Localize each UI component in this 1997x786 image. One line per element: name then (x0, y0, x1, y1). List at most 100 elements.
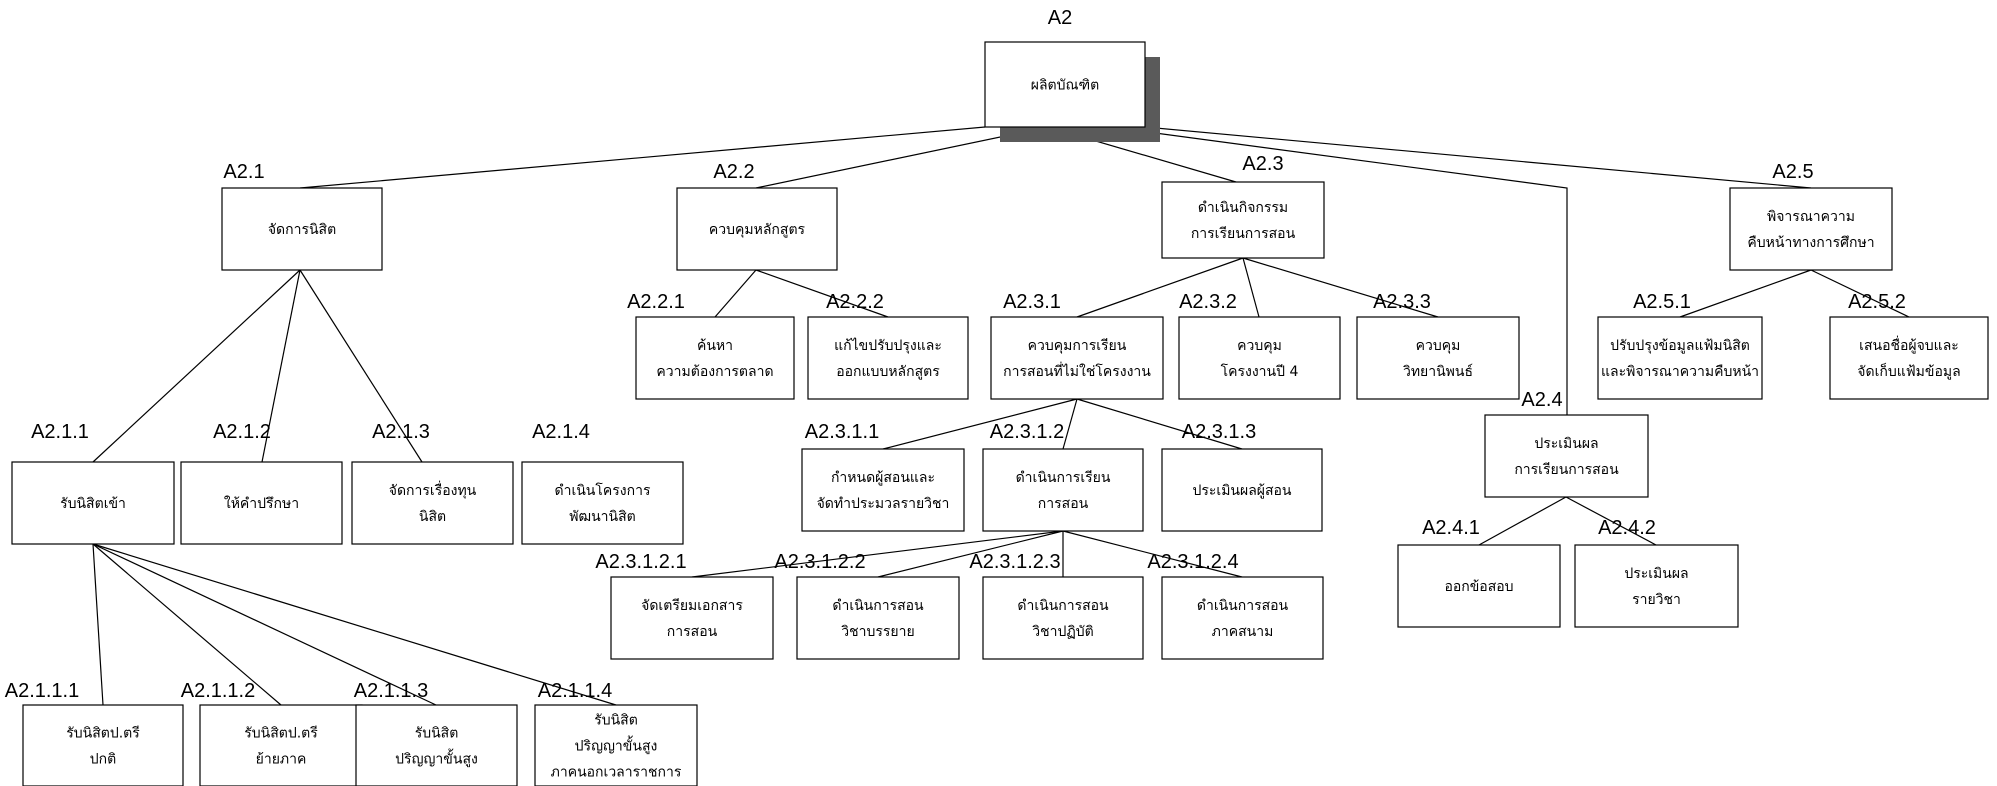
node-a2-1-1-4: รับนิสิตปริญญาขั้นสูงภาคนอกเวลาราชการA2.… (534, 680, 698, 786)
box-a2-2-1 (635, 316, 795, 400)
box-a2-1-1 (11, 461, 175, 545)
edge-a2-1-to-a2-1-3 (299, 269, 423, 463)
box-label: การเรียนการสอน (1191, 226, 1296, 242)
box-label: ประเมินผลผู้สอน (1192, 483, 1291, 499)
box-label: ดำเนินโครงการ (555, 482, 651, 499)
box-label: ดำเนินการสอน (832, 598, 924, 614)
box-a2-2 (676, 187, 838, 271)
edge-a2-1-1-to-a2-1-1-4 (92, 543, 617, 706)
box-a2-1-2 (180, 461, 343, 545)
edge-a2-3-to-a2-3-1 (1076, 257, 1244, 318)
node-code-label: A2.3.1.1 (805, 421, 880, 443)
box-label: ดำเนินการเรียน (1016, 470, 1111, 486)
node-a2-3-3: ควบคุมวิทยานิพนธ์A2.3.3 (1356, 291, 1520, 400)
box-label: จัดการเรื่องทุน (389, 481, 477, 499)
node-code-label: A2.3.1.3 (1182, 421, 1257, 443)
box-a2-1-1-4 (534, 704, 698, 786)
node-code-label: A2.1.4 (532, 421, 590, 443)
box-a2-5 (1729, 187, 1893, 271)
node-code-label: A2.3 (1242, 153, 1283, 175)
box-label: ดำเนินกิจกรรม (1198, 200, 1288, 216)
edge-a2-3-1-to-a2-3-1-2 (1062, 398, 1078, 450)
box-label: การสอน (667, 624, 718, 640)
box-a2-3-1-2-3 (982, 576, 1144, 660)
box-label: ย้ายภาค (256, 752, 307, 768)
box-a2-1-3 (351, 461, 514, 545)
box-a2-1-1-3 (355, 704, 518, 786)
box-a2-3-1-1 (801, 448, 965, 532)
box-label: ผลิตบัณฑิต (1031, 78, 1099, 94)
edge-a2-3-1-2-to-a2-3-1-2-1 (691, 530, 1064, 578)
node-code-label: A2.5.2 (1848, 291, 1906, 313)
box-label: นิสิต (419, 509, 446, 525)
node-code-label: A2.3.1.2.4 (1147, 551, 1238, 573)
node-code-label: A2.1.1.4 (538, 680, 613, 702)
box-label: ควบคุมหลักสูตร (709, 222, 806, 238)
edge-a2-3-1-2-to-a2-3-1-2-4 (1062, 530, 1243, 578)
box-a2-5-1 (1597, 316, 1763, 400)
box-label: ประเมินผล (1534, 436, 1598, 452)
box-label: ดำเนินการสอน (1197, 598, 1289, 614)
node-code-label: A2.2.1 (627, 291, 685, 313)
edge-a2-3-to-a2-3-3 (1242, 257, 1439, 318)
edge-a2-1-1-to-a2-1-1-1 (92, 543, 104, 706)
node-code-label: A2.2 (713, 161, 754, 183)
edge-a2-to-a2-5 (1144, 126, 1812, 189)
node-code-label: A2.3.2 (1179, 291, 1237, 313)
node-code-label: A2.5 (1772, 161, 1813, 183)
box-a2-1 (221, 187, 383, 271)
node-code-label: A2.2.2 (826, 291, 884, 313)
box-a2-3-1-2 (982, 448, 1144, 532)
node-a2-1: จัดการนิสิตA2.1 (221, 161, 383, 271)
box-a2-3-1-2-4 (1161, 576, 1324, 660)
box-label: รายวิชา (1632, 592, 1681, 608)
node-code-label: A2.4.2 (1598, 517, 1656, 539)
box-label: รับนิสิต (415, 726, 459, 742)
box-label: ควบคุมการเรียน (1028, 338, 1127, 354)
node-code-label: A2.3.3 (1373, 291, 1431, 313)
edge-a2-3-1-2-to-a2-3-1-2-2 (877, 530, 1064, 578)
node-code-label: A2.3.1.2.1 (595, 551, 686, 573)
box-label: ปกติ (90, 752, 116, 768)
node-a2-5-1: ปรับปรุงข้อมูลแฟ้มนิสิตและพิจารณาความคืบ… (1597, 291, 1763, 400)
box-label: ความต้องการตลาด (656, 364, 773, 380)
node-a2-1-1: รับนิสิตเข้าA2.1.1 (11, 421, 175, 545)
node-code-label: A2.3.1 (1003, 291, 1061, 313)
node-code-label: A2.1.1 (31, 421, 89, 443)
box-label: จัดการนิสิต (268, 222, 336, 238)
box-label: ให้คำปรึกษา (224, 495, 299, 512)
box-a2-3-2 (1178, 316, 1341, 400)
box-label: และพิจารณาความคืบหน้า (1601, 364, 1759, 380)
box-a2-1-1-2 (199, 704, 363, 786)
edge-a2-5-to-a2-5-2 (1810, 269, 1910, 318)
box-label: ค้นหา (697, 338, 733, 354)
box-label: วิทยานิพนธ์ (1403, 363, 1473, 380)
box-a2-4-1 (1397, 544, 1561, 628)
edge-a2-4-to-a2-4-2 (1565, 496, 1657, 546)
box-label: ภาคนอกเวลาราชการ (551, 765, 682, 781)
box-label: โครงงานปี 4 (1221, 363, 1299, 380)
box-label: วิชาบรรยาย (841, 624, 915, 640)
box-label: ออกแบบหลักสูตร (836, 364, 940, 380)
box-label: ดำเนินการสอน (1017, 598, 1109, 614)
edge-a2-1-to-a2-1-2 (261, 269, 301, 463)
box-a2-3-3 (1356, 316, 1520, 400)
edge-a2-1-1-to-a2-1-1-2 (92, 543, 282, 706)
box-label: ประเมินผล (1624, 566, 1688, 582)
edge-a2-3-to-a2-3-2 (1242, 257, 1260, 318)
box-label: ออกข้อสอบ (1444, 579, 1513, 595)
box-label: คืบหน้าทางการศึกษา (1747, 235, 1874, 251)
box-label: แก้ไขปรับปรุงและ (834, 337, 942, 354)
box-a2-3-1-3 (1161, 448, 1323, 532)
node-code-label: A2.1.1.2 (181, 680, 256, 702)
